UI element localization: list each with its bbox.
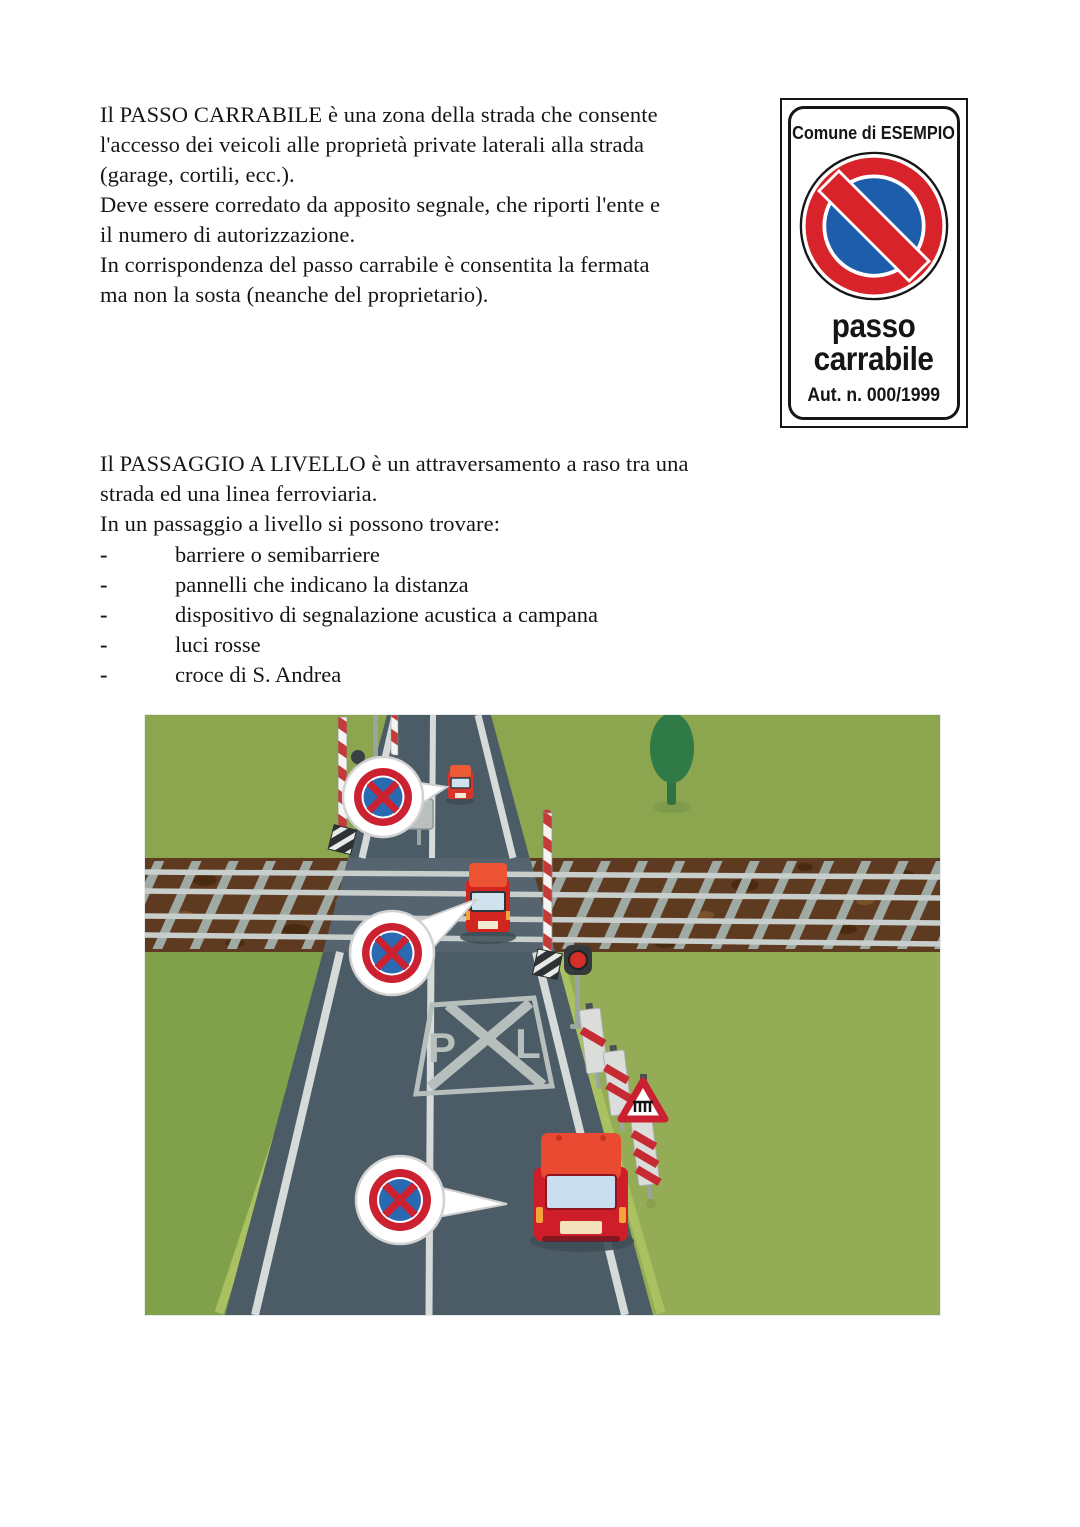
hatched-base-marker: [531, 948, 564, 981]
level-crossing-illustration: P L: [144, 714, 941, 1316]
sign-inner-panel: Comune di ESEMPIO passo carrabile Aut. n…: [788, 106, 960, 420]
list-bullet: -: [100, 572, 108, 597]
list-bullet: -: [100, 632, 108, 657]
list-item: - pannelli che indicano la distanza: [100, 570, 820, 600]
list-item-text: luci rosse: [175, 632, 261, 657]
no-stopping-sign-icon: [362, 923, 422, 983]
no-stopping-sign-icon: [354, 768, 412, 826]
no-stopping-callout-top: [341, 755, 450, 839]
gray-pole: [373, 715, 378, 761]
red-traffic-light-icon: [564, 945, 592, 1029]
list-item: - dispositivo di segnalazione acustica a…: [100, 600, 820, 630]
pxl-road-marking: P L: [412, 995, 556, 1097]
red-car-near: [530, 1133, 634, 1252]
distance-panel-three-stripes: [630, 1117, 662, 1209]
tree: [650, 715, 694, 813]
list-bullet: -: [100, 662, 108, 687]
no-stopping-callout-middle: [348, 898, 478, 997]
sign-municipality-text: Comune di ESEMPIO: [792, 122, 956, 143]
level-crossing-warning-sign-icon: [617, 1074, 669, 1123]
red-van-crossing: [460, 863, 516, 944]
sign-label: passo carrabile: [814, 309, 934, 375]
list-item: - croce di S. Andrea: [100, 660, 820, 690]
crossing-bell-icon: [351, 750, 365, 764]
hatched-base-marker: [327, 824, 358, 856]
red-van-far: [445, 765, 475, 805]
list-bullet: -: [100, 602, 108, 627]
rails: [145, 869, 940, 947]
sign-label-line1: passo: [832, 307, 916, 344]
list-item: - luci rosse: [100, 630, 820, 660]
barrier-pole-left: [327, 716, 358, 856]
level-crossing-feature-list: - barriere o semibarriere - pannelli che…: [100, 540, 820, 690]
paragraph-passo-carrabile: Il PASSO CARRABILE è una zona della stra…: [100, 102, 661, 307]
barrier-pole-right: [531, 809, 564, 981]
marking-letter-l: L: [515, 1020, 541, 1067]
distance-panel-one-stripe: [578, 1002, 609, 1089]
no-parking-icon: [799, 151, 949, 301]
sign-authorization-text: Aut. n. 000/1999: [807, 384, 941, 406]
passo-carrabile-sign: Comune di ESEMPIO passo carrabile Aut. n…: [780, 98, 968, 428]
list-item-text: croce di S. Andrea: [175, 662, 342, 687]
no-stopping-sign-icon: [369, 1169, 431, 1231]
barrier-pole-fragment: [390, 715, 399, 756]
list-item-text: dispositivo di segnalazione acustica a c…: [175, 602, 598, 627]
sign-label-line2: carrabile: [814, 340, 934, 377]
list-item: - barriere o semibarriere: [100, 540, 820, 570]
level-crossing-scene: P L: [145, 715, 940, 1315]
list-item-text: barriere o semibarriere: [175, 542, 380, 567]
no-stopping-callout-bottom: [354, 1154, 508, 1246]
list-item-text: pannelli che indicano la distanza: [175, 572, 469, 597]
list-bullet: -: [100, 542, 108, 567]
marking-letter-p: P: [428, 1024, 456, 1071]
paragraph-passaggio-a-livello: Il PASSAGGIO A LIVELLO è un attraversame…: [100, 451, 689, 536]
